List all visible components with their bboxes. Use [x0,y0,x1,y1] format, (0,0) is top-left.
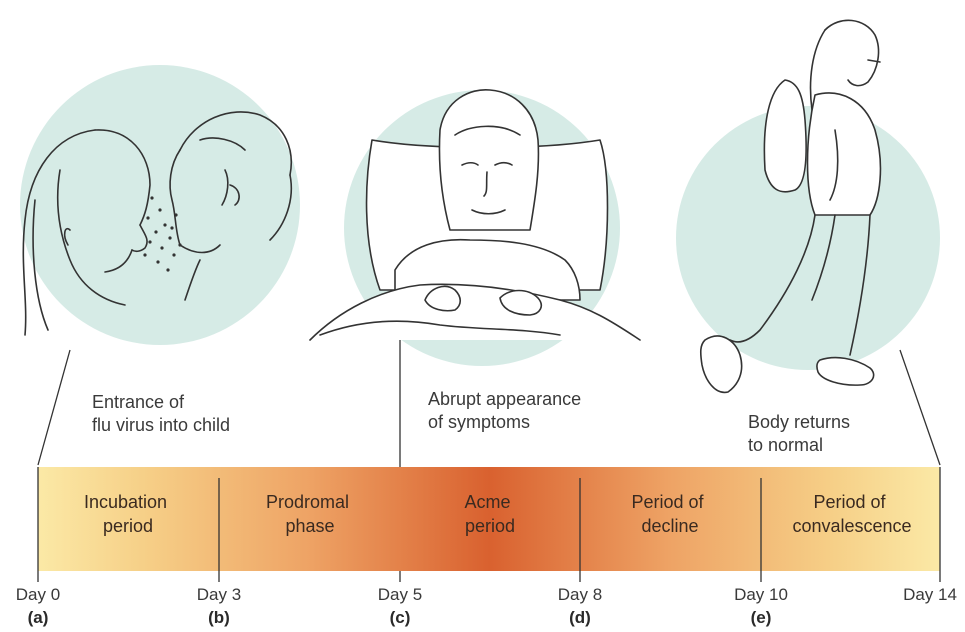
letter-label-d: (d) [569,608,591,627]
day-label-0: Day 0 [16,585,60,604]
letter-label-c: (c) [390,608,411,627]
caption-e: Body returns to normal [748,412,855,455]
day-label-10: Day 10 [734,585,788,604]
letter-label-a: (a) [28,608,49,627]
leader-line-e [900,350,940,465]
day-label-5: Day 5 [378,585,422,604]
day-label-14: Day 14 [903,585,957,604]
circle-a [20,65,300,345]
caption-a: Entrance of flu virus into child [92,392,230,435]
letter-label-b: (b) [208,608,230,627]
letter-label-e: (e) [751,608,772,627]
day-label-8: Day 8 [558,585,602,604]
caption-c: Abrupt appearance of symptoms [428,389,586,432]
day-label-3: Day 3 [197,585,241,604]
leader-line-a [38,350,70,465]
